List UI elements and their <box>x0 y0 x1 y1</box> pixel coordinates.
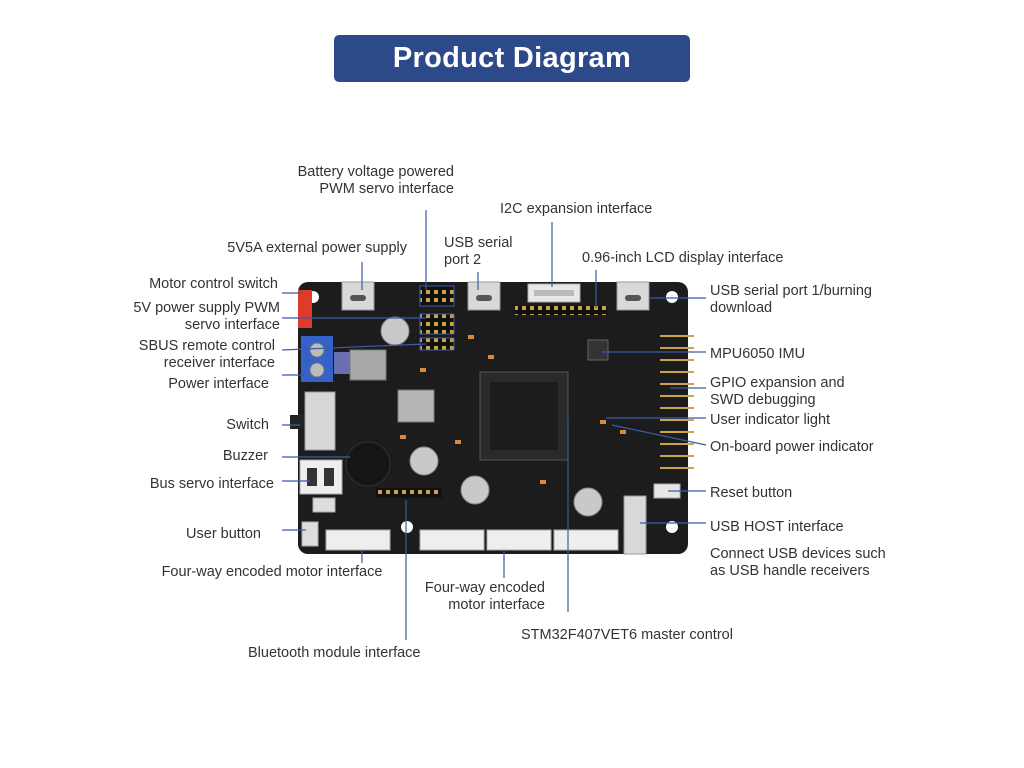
label-bluetooth-module: Bluetooth module interface <box>248 645 421 661</box>
user-button-component <box>301 521 319 547</box>
stm32-chip <box>479 371 569 461</box>
label-power-interface: Power interface <box>168 376 269 392</box>
smd-parts <box>400 335 626 484</box>
power-terminal <box>301 336 350 382</box>
bus-servo-connectors <box>299 459 343 513</box>
label-ext-power: 5V5A external power supply <box>227 240 407 256</box>
label-user-button: User button <box>186 526 261 542</box>
bottom-connectors <box>325 529 619 551</box>
label-buzzer: Buzzer <box>222 448 268 464</box>
label-switch: Switch <box>226 417 269 433</box>
bluetooth-header <box>376 488 442 498</box>
label-lcd-interface: 0.96-inch LCD display interface <box>582 250 784 266</box>
usb-host-port <box>623 495 647 555</box>
label-bus-servo: Bus servo interface <box>149 476 274 492</box>
gpio-pins <box>660 335 694 469</box>
label-reset-button: Reset button <box>710 485 793 501</box>
motor-switch <box>298 290 312 328</box>
usb-ports-top <box>341 281 650 311</box>
lcd-header <box>515 306 607 315</box>
label-stm32-master: STM32F407VET6 master control <box>521 627 733 643</box>
switch-component <box>290 391 336 451</box>
page-title: Product Diagram <box>334 35 690 82</box>
label-mpu6050: MPU6050 IMU <box>710 346 806 362</box>
label-encoded-motor-left: Four-way encoded motor interface <box>161 564 383 580</box>
label-motor-control-switch: Motor control switch <box>149 276 278 292</box>
label-i2c-expansion: I2C expansion interface <box>500 201 653 217</box>
pwm-headers <box>419 285 455 351</box>
leader-lines <box>281 210 707 640</box>
label-onboard-power: On-board power indicator <box>710 439 874 455</box>
label-usb-host: USB HOST interface <box>710 519 844 535</box>
buzzer-component <box>345 441 391 487</box>
label-user-indicator: User indicator light <box>710 412 831 428</box>
i2c-connector <box>527 283 581 303</box>
imu-chip <box>587 339 609 361</box>
